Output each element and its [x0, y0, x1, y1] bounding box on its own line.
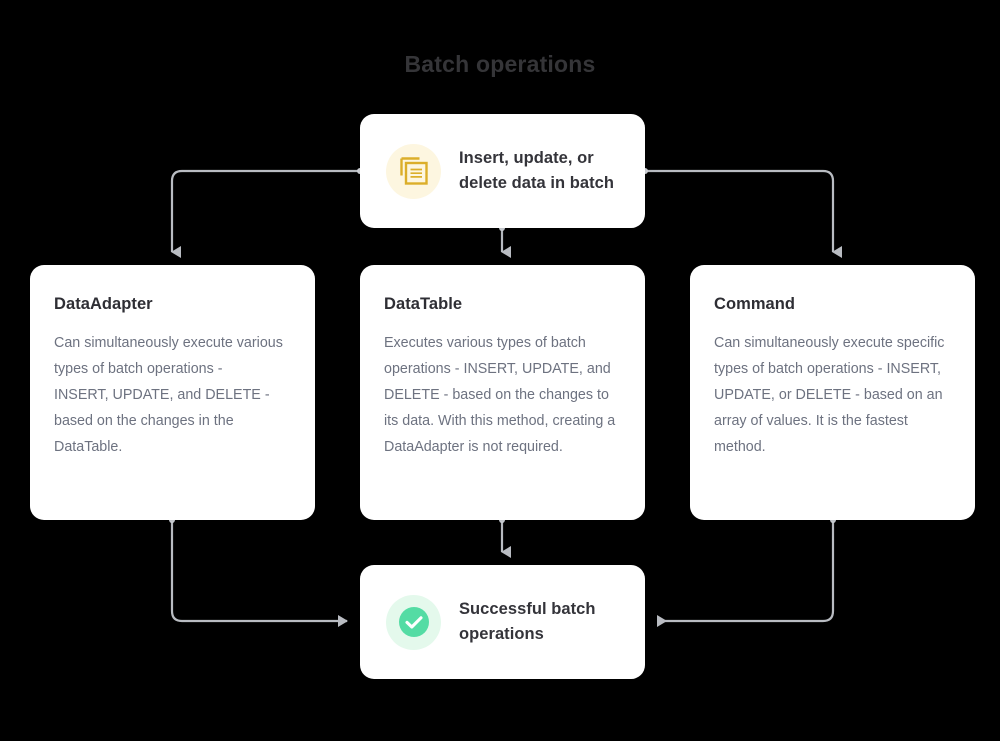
node-dataadapter[interactable]: DataAdapter Can simultaneously execute v… [30, 265, 315, 520]
node-insert-update-delete[interactable]: Insert, update, or delete data in batch [360, 114, 645, 228]
command-description: Can simultaneously execute specific type… [714, 335, 945, 456]
node-datatable[interactable]: DataTable Executes various types of batc… [360, 265, 645, 520]
edge-start-to-command [642, 168, 842, 258]
command-title: Command [714, 295, 796, 313]
node-successful-batch-operations[interactable]: Successful batch operations [360, 565, 645, 679]
edge-start-to-dataadapter [170, 168, 363, 258]
documents-batch-icon [386, 143, 441, 199]
check-circle-icon [386, 594, 441, 650]
datatable-title: DataTable [384, 295, 463, 313]
dataadapter-title: DataAdapter [54, 295, 153, 313]
edge-command-to-success [657, 517, 836, 627]
page-title: Batch operations [404, 51, 596, 77]
node-insert-label: Insert, update, or delete data in batch [459, 148, 615, 192]
dataadapter-description: Can simultaneously execute various types… [54, 335, 283, 456]
node-success-label: Successful batch operations [459, 599, 596, 643]
edge-dataadapter-to-success [169, 517, 348, 627]
datatable-description: Executes various types of batch operatio… [384, 335, 616, 456]
node-command[interactable]: Command Can simultaneously execute speci… [690, 265, 975, 520]
